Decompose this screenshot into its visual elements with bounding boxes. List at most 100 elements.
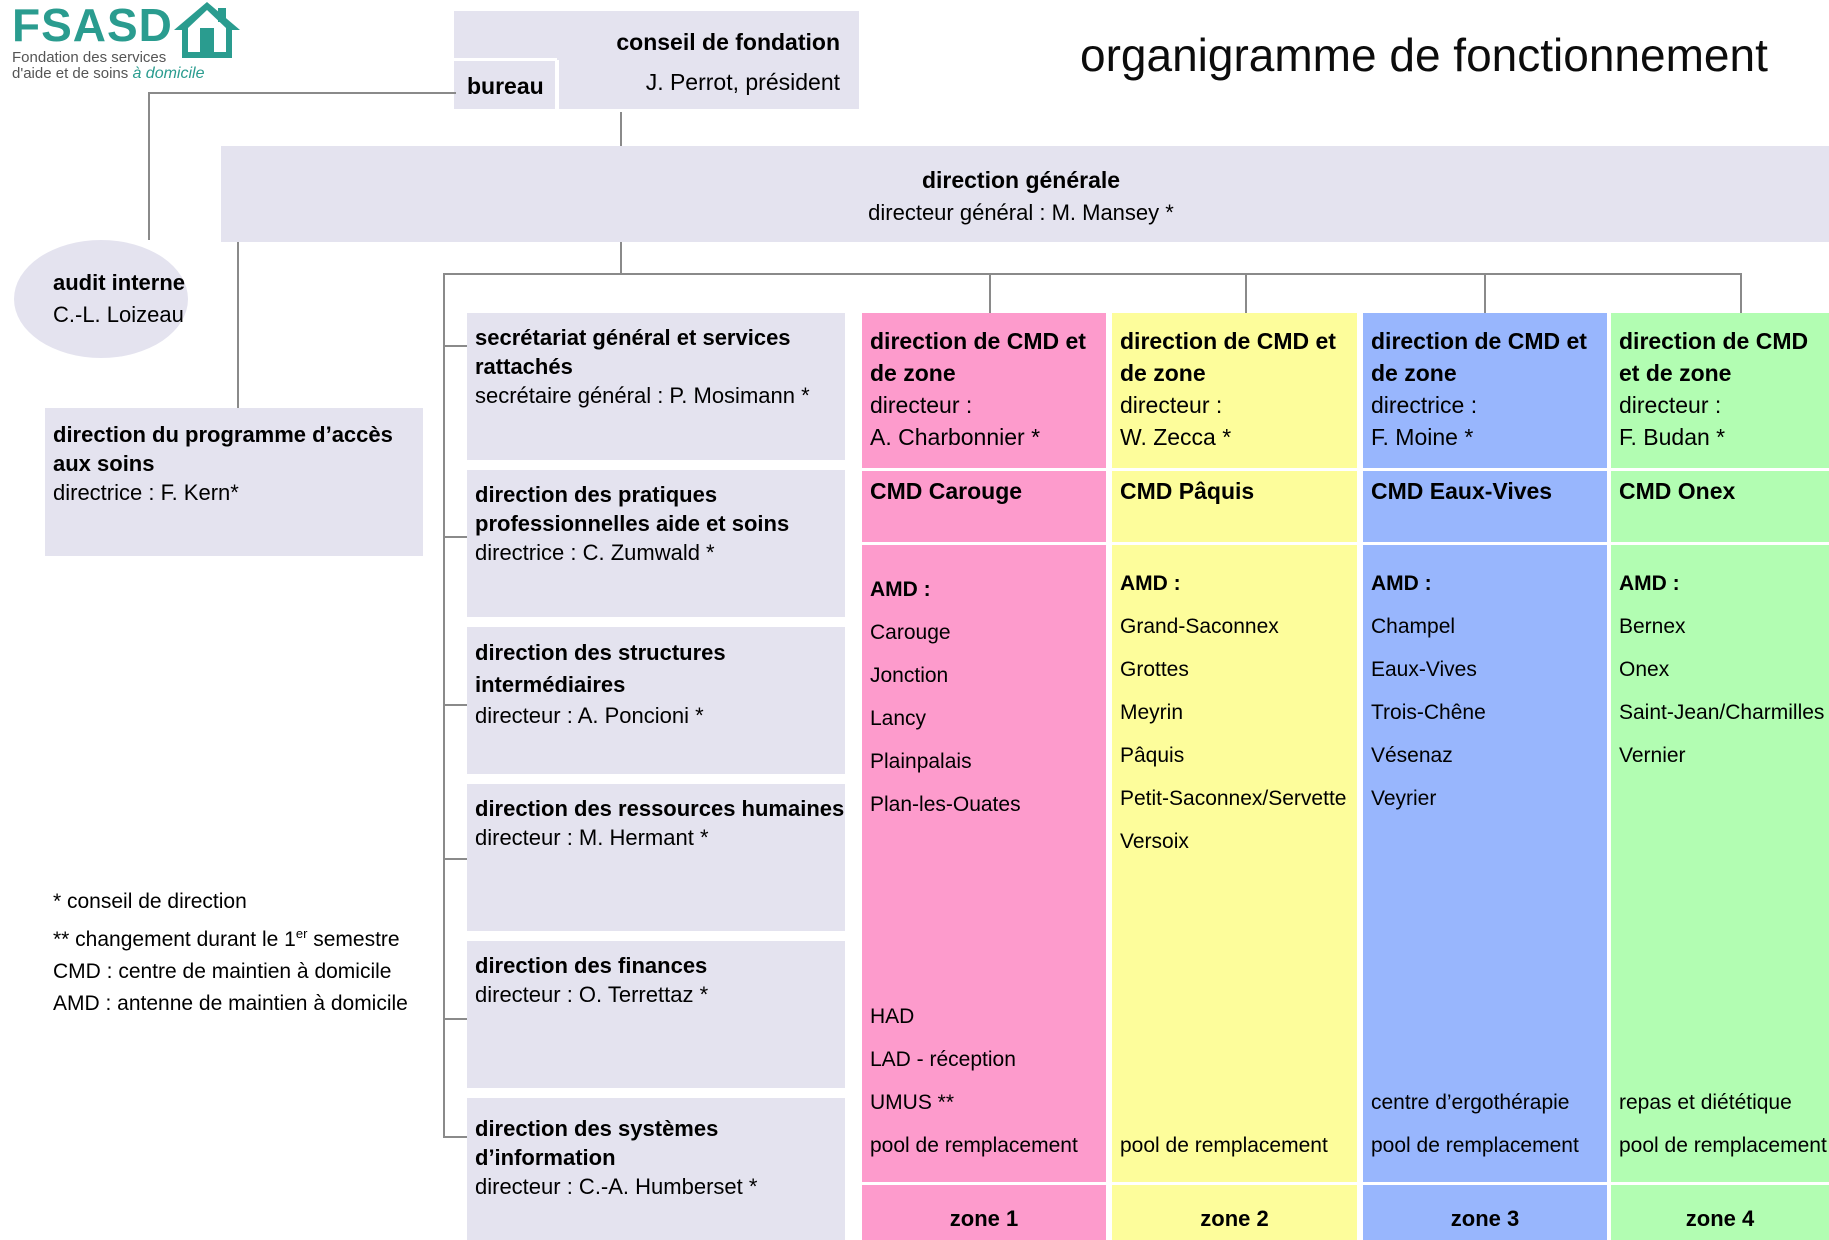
connector (620, 112, 622, 146)
legend-item-sup: er (295, 926, 308, 941)
department-box: direction des ressources humaines direct… (467, 784, 845, 931)
zone-separator (862, 1182, 1106, 1185)
amd-list: AMD : Grand-Saconnex Grottes Meyrin Pâqu… (1120, 562, 1346, 863)
zone-separator (1112, 542, 1357, 545)
department-box: direction des systèmes d’information dir… (467, 1098, 845, 1240)
zone-head-title: direction de CMD et de zone (1120, 328, 1336, 386)
bureau-label: bureau (467, 73, 544, 99)
logo-brand: FSASD (12, 0, 173, 51)
zone-head-role: directeur : (1120, 392, 1223, 418)
extra-item: pool de remplacement (1371, 1134, 1579, 1157)
zone-separator (1112, 468, 1357, 471)
amd-list: AMD : Bernex Onex Saint-Jean/Charmilles … (1619, 562, 1824, 777)
logo-line1: Fondation des services (12, 49, 167, 66)
connector (1484, 273, 1486, 313)
extra-item: pool de remplacement (1120, 1134, 1328, 1157)
amd-label: AMD : (1120, 572, 1181, 595)
zone-head: direction de CMD et de zone directeur : … (1120, 325, 1345, 453)
extra-item: LAD - réception (870, 1048, 1016, 1071)
bureau-separator (555, 60, 559, 112)
zone-column-1: direction de CMD et de zone directeur : … (862, 313, 1106, 1240)
department-person: directrice : C. Zumwald * (475, 540, 715, 565)
department-box: secrétariat général et services rattaché… (467, 313, 845, 460)
department-title: direction des systèmes d’information (475, 1116, 719, 1170)
zone-separator (862, 468, 1106, 471)
extras-list: centre d’ergothérapie pool de remplaceme… (1371, 1081, 1579, 1167)
department-title: secrétariat général et services rattaché… (475, 325, 791, 379)
logo-line2: d'aide et de soins à domicile (12, 65, 205, 82)
programme-title: direction du programme d’accès aux soins (53, 422, 393, 476)
legend-item-text: ** changement durant le 1 (53, 928, 296, 951)
department-person: secrétaire général : P. Mosimann * (475, 383, 810, 408)
direction-generale-box (221, 146, 1829, 242)
amd-item: Versoix (1120, 830, 1189, 853)
amd-item: Onex (1619, 658, 1670, 681)
amd-item: Plan-les-Ouates (870, 793, 1021, 816)
amd-label: AMD : (870, 578, 931, 601)
legend-item: * conseil de direction (53, 890, 247, 913)
conseil-title: conseil de fondation (616, 29, 840, 55)
connector (443, 704, 467, 706)
connector (148, 92, 456, 94)
connector (989, 273, 991, 313)
amd-item: Carouge (870, 621, 951, 644)
amd-item: Plainpalais (870, 750, 972, 773)
amd-item: Pâquis (1120, 744, 1185, 767)
zone-column-2: direction de CMD et de zone directeur : … (1112, 313, 1357, 1240)
legend: * conseil de direction ** changement dur… (53, 886, 408, 1020)
department-title: direction des pratiques professionnelles… (475, 482, 790, 536)
amd-list: AMD : Champel Eaux-Vives Trois-Chêne Vés… (1371, 562, 1486, 820)
zone-separator (1363, 1182, 1607, 1185)
amd-item: Vésenaz (1371, 744, 1453, 767)
zone-head: direction de CMD et de zone directeur : … (1619, 325, 1829, 453)
connector (1740, 273, 1742, 313)
house-icon (174, 2, 240, 58)
zone-head: direction de CMD et de zone directeur : … (870, 325, 1095, 453)
zone-head-person: W. Zecca * (1120, 424, 1232, 450)
amd-item: Grand-Saconnex (1120, 615, 1279, 638)
extra-item: pool de remplacement (1619, 1134, 1827, 1157)
department-box: direction des finances directeur : O. Te… (467, 941, 845, 1088)
amd-item: Eaux-Vives (1371, 658, 1477, 681)
amd-item: Grottes (1120, 658, 1189, 681)
zone-separator (862, 542, 1106, 545)
programme-person: directrice : F. Kern* (53, 480, 239, 505)
audit-ellipse (14, 240, 188, 358)
programme-box: direction du programme d’accès aux soins… (45, 408, 423, 556)
direction-generale-person: directeur général : M. Mansey * (868, 200, 1174, 225)
cmd-title: CMD Carouge (870, 478, 1023, 504)
connector (443, 273, 1741, 275)
extras-list: HAD LAD - réception UMUS ** pool de remp… (870, 995, 1078, 1167)
department-person: directeur : A. Poncioni * (475, 703, 704, 728)
logo-line2-italic: à domicile (132, 65, 205, 82)
legend-item: CMD : centre de maintien à domicile (53, 960, 392, 983)
legend-item: AMD : antenne de maintien à domicile (53, 992, 408, 1015)
connector (237, 242, 239, 408)
department-person: directeur : O. Terrettaz * (475, 982, 709, 1007)
zone-separator (1112, 1182, 1357, 1185)
connector (443, 536, 467, 538)
department-title: direction des structures intermédiaires (475, 640, 726, 697)
zone-label: zone 3 (1450, 1206, 1520, 1231)
logo-line2-text: d'aide et de soins (12, 65, 129, 82)
zone-head-person: F. Moine * (1371, 424, 1474, 450)
zone-label: zone 2 (1200, 1206, 1269, 1231)
extra-item: HAD (870, 1005, 915, 1028)
department-title: direction des ressources humaines (475, 796, 845, 821)
amd-item: Vernier (1619, 744, 1686, 767)
amd-item: Meyrin (1120, 701, 1184, 724)
extra-item: UMUS ** (870, 1091, 955, 1114)
amd-item: Veyrier (1371, 787, 1437, 810)
extra-item: centre d’ergothérapie (1371, 1091, 1570, 1114)
amd-label: AMD : (1619, 572, 1680, 595)
zone-column-3: direction de CMD et de zone directrice :… (1363, 313, 1607, 1240)
department-title: direction des finances (475, 953, 708, 978)
zone-separator (1611, 1182, 1829, 1185)
amd-item: Lancy (870, 707, 927, 730)
department-person: directeur : M. Hermant * (475, 825, 709, 850)
amd-item: Trois-Chêne (1371, 701, 1486, 724)
zone-separator (1363, 468, 1607, 471)
zone-label: zone 4 (1685, 1206, 1755, 1231)
amd-item: Petit-Saconnex/Servette (1120, 787, 1347, 810)
zone-head-role: directeur : (1619, 392, 1722, 418)
